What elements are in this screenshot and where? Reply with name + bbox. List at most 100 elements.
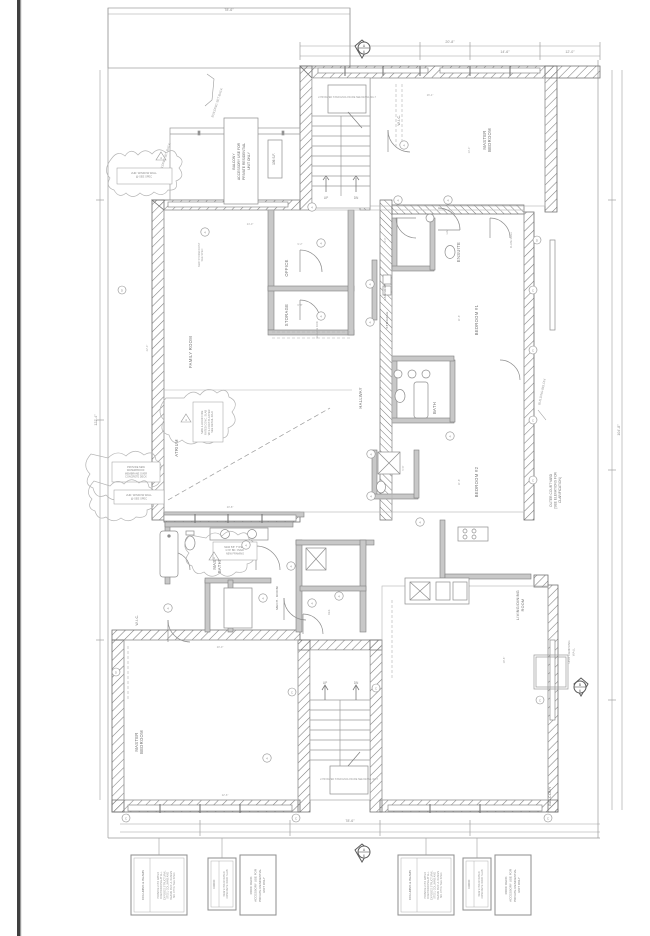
interior-partitions [163,209,532,633]
property-setback-lines [107,7,600,839]
closet-shelving [127,84,403,700]
svg-text:C: C [532,349,535,353]
svg-text:4'-0": 4'-0" [383,237,387,242]
svg-text:22'-0": 22'-0" [145,345,149,352]
page-binding-edge [17,0,22,936]
stair-upper: UP DN 2-HR RATED STAIR ENCLOSURE SEE DET… [311,77,377,209]
dim-seg-a: 20'-8" [445,40,455,44]
balcony-lower-right-outline [533,654,569,690]
room-label-master-bedroom-upper: MASTERBEDROOM [482,128,492,152]
svg-text:4: 4 [320,315,322,319]
callout-unit-demising: UNIT DEMISINGWALL [567,640,575,664]
room-label-laundry: LAUNDRY [383,284,387,301]
dryer [382,285,392,296]
section-marker-bottom: A 6 [354,843,371,863]
svg-text:B: B [579,683,582,687]
svg-text:22'-6": 22'-6" [222,793,229,797]
svg-text:9'-2": 9'-2" [297,242,302,246]
bathtub-master [159,530,179,578]
svg-text:4: 4 [338,595,340,599]
room-label-bedroom-2: BEDROOM #2 [474,466,479,497]
section-marker-top: A 6 [354,39,371,59]
svg-text:REF.: REF. [327,609,331,615]
sink-ensuite [425,213,435,223]
svg-text:C: C [532,419,535,423]
svg-text:4: 4 [160,156,162,160]
washer [382,274,392,285]
window-tags: C C C C D D D C C C C C C [111,235,553,823]
svg-text:PROVIDE 2-HR RATED FIREP: PROVIDE 2-HR RATED FIREPROOFING AT ALL E… [424,870,443,900]
room-label-mech-room: MECH. ROOM [275,586,279,610]
svg-text:4: 4 [370,495,372,499]
title-block-roof-deck-right: ROOF DECK ACCESSORY USE FOR PRIVATE RESI… [494,854,532,916]
svg-text:4: 4 [403,144,405,148]
svg-text:COLUMNS & BEAMS: COLUMNS & BEAMS [408,870,412,900]
room-label-living-dining-room: LIVING/DININGROOM [516,590,525,620]
revision-triangle-2: 4 [180,413,192,423]
svg-text:4: 4 [290,565,292,569]
svg-text:4: 4 [311,206,313,210]
door-tags: 4 4 4 4 4 4 4 4 4 4 4 4 4 4 4 4 4 4 4 4 [163,140,455,763]
toilet-bath3 [376,480,386,494]
svg-text:4: 4 [245,544,247,548]
callout-balcony-note: BALCONY ACCESSORY USE FOR PRIVATE RESIDE… [223,117,283,205]
dim-overall-right: 104'-8" [617,424,621,436]
room-label-bedroom-1: BEDROOM #1 [474,304,479,335]
dim-seg-b: 14'-6" [500,50,510,54]
svg-text:NEW 2-HOUR RATEDCONCRETE ROOF: NEW 2-HOUR RATEDCONCRETE ROOF SLAB [478,869,484,898]
svg-text:6: 6 [579,689,581,693]
interior-dimension-text: 26'-4" 13'-0" 24'-0" 9'-2" 6'-8" 11'-6" … [145,93,506,797]
svg-text:NEW STOREFRONTSEE SPEC: NEW STOREFRONTSEE SPEC [197,242,204,267]
door-swings [167,129,521,643]
dim-overall-bottom: 78'-6" [345,819,355,823]
svg-text:4: 4 [167,607,169,611]
svg-text:4: 4 [213,556,215,560]
revision-cloud-4: 2HR. WINDOW WALL@ SEE SPEC [88,479,165,522]
wic-closet-lower [223,587,253,629]
svg-text:11'-6": 11'-6" [457,479,461,485]
svg-text:ROOF DECK ACCESSORY USE: ROOF DECK ACCESSORY USE FOR PRIVATE RESI… [504,868,521,902]
svg-text:C: C [375,687,378,691]
revision-triangle-5: 4 [208,551,220,561]
svg-text:C: C [532,479,535,483]
svg-text:20'-8": 20'-8" [227,505,234,509]
svg-text:C: C [539,699,542,703]
revision-triangle-1: 4 [155,151,167,161]
svg-text:A: A [363,44,366,48]
svg-text:UNIT DEMISINGWALL: UNIT DEMISINGWALL [567,640,575,664]
svg-text:D: D [121,289,124,293]
svg-text:24'-0": 24'-0" [247,222,254,226]
svg-text:C: C [295,817,298,821]
svg-text:13'-0": 13'-0" [467,147,471,154]
svg-text:4: 4 [397,199,399,203]
svg-text:SHELF & ROD: SHELF & ROD [315,321,319,338]
atrium-diagonal [167,407,331,501]
dimension-text: 78'-6" 20'-8" 14'-6" 12'-0" 122'-4" 104'… [94,8,621,823]
window-mullions [159,66,511,813]
svg-text:A: A [363,848,366,852]
room-label-wic-lower-left: W.I.C. [135,614,139,625]
svg-text:4: 4 [419,521,421,525]
toilet-ensuite [444,245,456,259]
svg-text:11'-6": 11'-6" [457,315,461,321]
room-label-ensuite: ENSUITE [456,242,461,262]
svg-text:4: 4 [262,597,264,601]
building-below-label: BUILDING BELOW [537,378,546,405]
svg-text:6: 6 [363,854,365,858]
svg-text:BALCONY ACCESSORY USE FO: BALCONY ACCESSORY USE FOR PRIVATE RESIDE… [232,142,251,180]
svg-text:4: 4 [369,321,371,325]
section-marker-right: B 6 [573,677,589,697]
room-label-bath: BATH [432,402,437,414]
wall-inner-linework [123,77,549,801]
room-label-family-room: FAMILY ROOM [188,336,193,368]
title-block-roof-deck-left: ROOF DECK ACCESSORY USE FOR PRIVATE RESI… [239,854,277,916]
window-bands [127,67,556,812]
svg-text:ROOF: ROOF [212,879,216,888]
svg-text:PROVIDE 2-HR RATED FIREP: PROVIDE 2-HR RATED FIREPROOFING AT ALL E… [157,870,176,900]
svg-text:C: C [547,817,550,821]
callout-outer-courtyard: OUTER COURTYARD (SEE ELEVATIONS FOR CLAR… [549,471,562,508]
svg-text:4: 4 [311,602,313,606]
svg-text:6'-8": 6'-8" [297,303,302,307]
